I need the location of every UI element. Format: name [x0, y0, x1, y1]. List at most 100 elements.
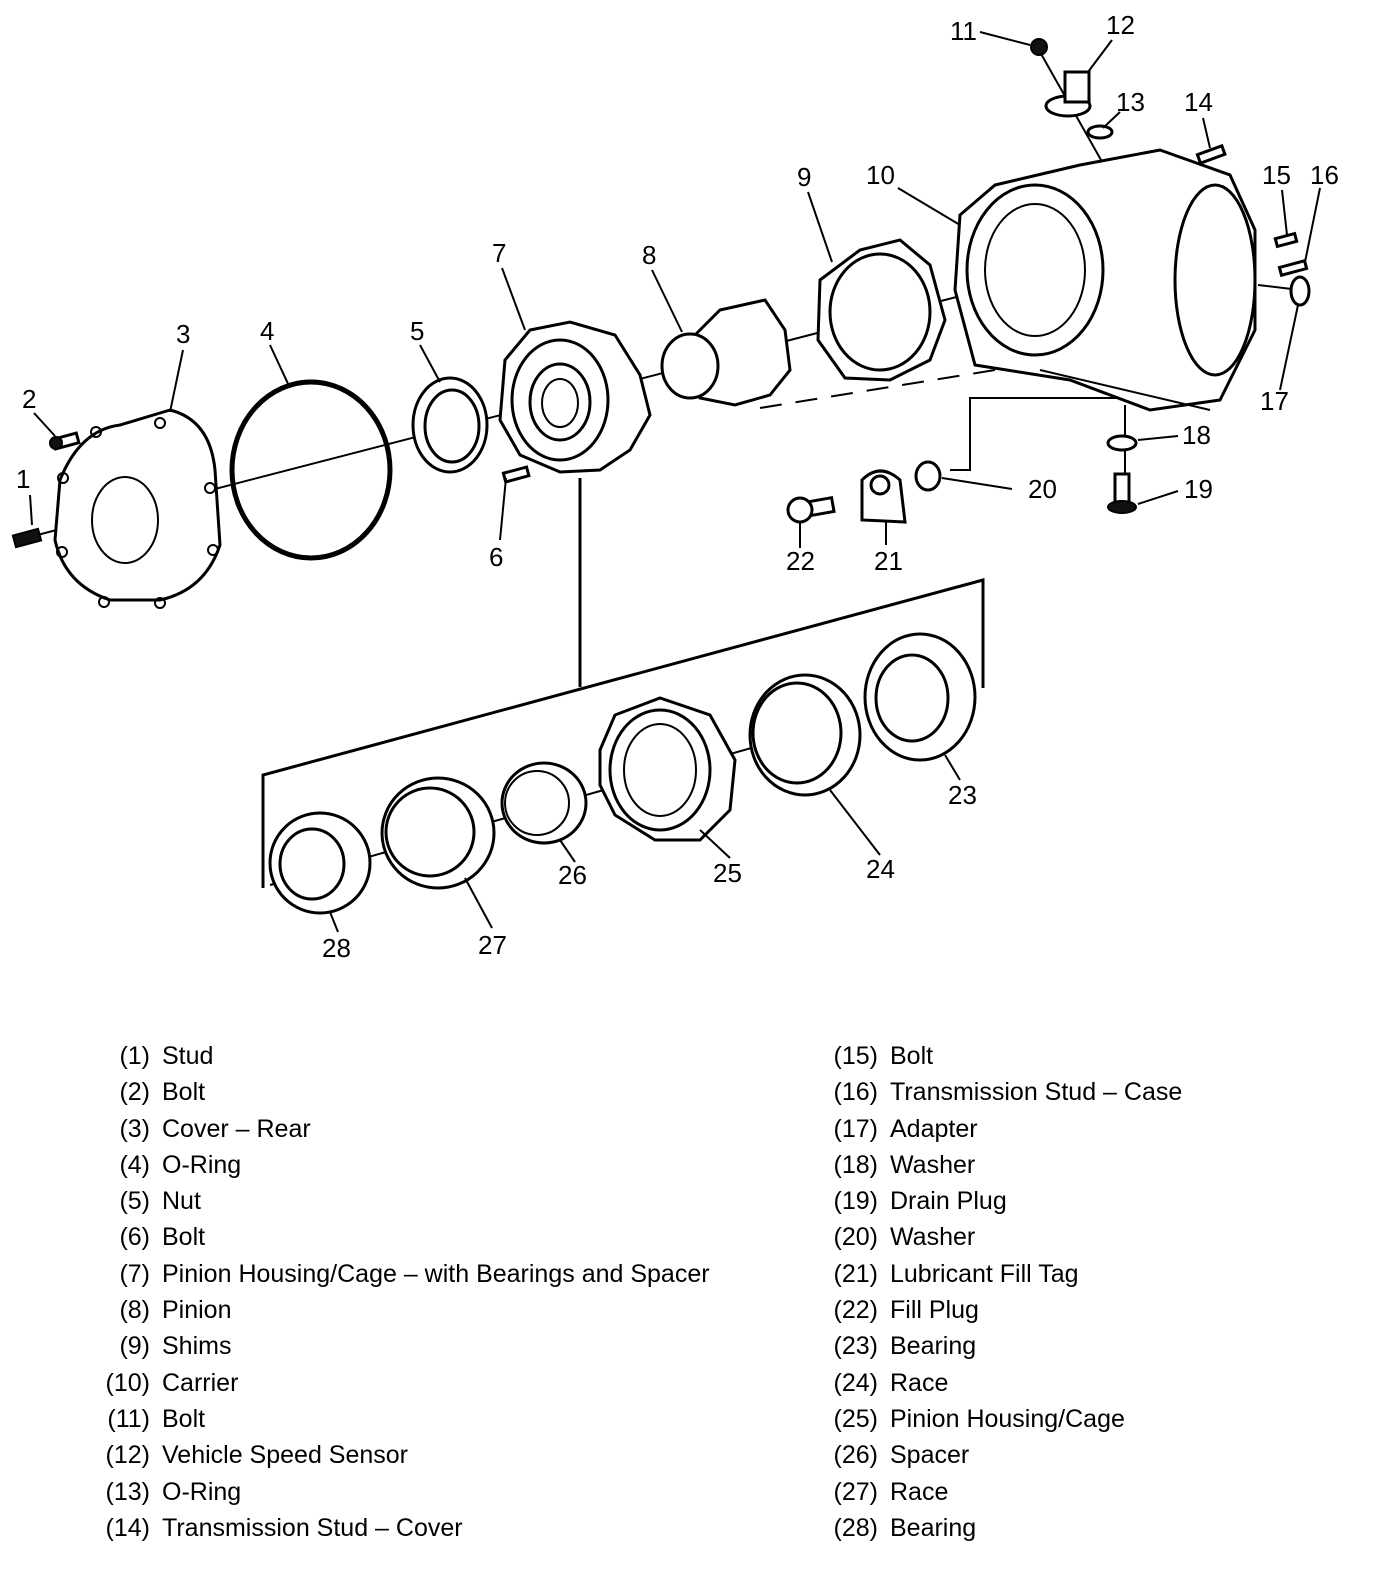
legend-text: Pinion Housing/Cage – with Bearings and …	[162, 1259, 710, 1288]
legend-number: (26)	[833, 1441, 878, 1470]
callout-23: 23	[948, 780, 977, 810]
washer-part-20	[914, 460, 942, 492]
legend-number: (8)	[119, 1296, 150, 1325]
race-part-24	[748, 673, 862, 797]
nut-part-5	[411, 376, 489, 474]
callout-17: 17	[1260, 386, 1289, 416]
legend-item-12: (12)Vehicle Speed Sensor	[86, 1437, 726, 1473]
pinion-housing-cage-part-25	[598, 696, 737, 842]
legend-number: (11)	[107, 1404, 150, 1433]
bearing-part-28	[268, 811, 372, 915]
bolt-part-2	[49, 431, 81, 451]
callout-28: 28	[322, 933, 351, 963]
callout-24: 24	[866, 854, 895, 884]
legend-item-19: (19) Drain Plug	[828, 1183, 1348, 1219]
legend-number: (20)	[833, 1223, 878, 1252]
spacer-part-26	[500, 761, 588, 845]
legend-text: Washer	[890, 1223, 976, 1252]
legend-number: (19)	[833, 1187, 878, 1216]
callout-14: 14	[1184, 87, 1213, 117]
bolt-part-6	[501, 465, 531, 484]
legend-number: (18)	[833, 1150, 878, 1179]
legend-item-26: (26) Spacer	[828, 1437, 1348, 1473]
legend-item-24: (24) Race	[828, 1365, 1348, 1401]
legend-item-2: (2)Bolt	[86, 1074, 726, 1110]
legend-number: (24)	[833, 1368, 878, 1397]
legend-number: (7)	[119, 1259, 150, 1288]
callout-2: 2	[22, 384, 36, 414]
legend-number: (9)	[119, 1332, 150, 1361]
legend-text: Pinion Housing/Cage	[890, 1404, 1125, 1433]
callout-labels: 1 2 3 4 5 6 7 8 9 10 11 12 13 14 15 16 1…	[16, 10, 1339, 963]
legend-text: Bolt	[162, 1223, 206, 1252]
legend-item-22: (22)Fill Plug	[828, 1292, 1348, 1328]
legend-text: Race	[890, 1477, 949, 1506]
callout-3: 3	[176, 319, 190, 349]
adapter-part-17	[1289, 275, 1311, 307]
legend-item-17: (17)Adapter	[828, 1111, 1348, 1147]
legend-item-21: (21)Lubricant Fill Tag	[828, 1256, 1348, 1292]
legend-text: Transmission Stud – Case	[890, 1078, 1183, 1107]
legend-number: (27)	[833, 1477, 878, 1506]
pinion-housing-part-7	[498, 320, 652, 474]
legend-item-14: (14) Transmission Stud – Cover	[86, 1510, 726, 1546]
callout-6: 6	[489, 542, 503, 572]
transmission-stud-cover-part-14	[1195, 143, 1227, 166]
legend-text: Carrier	[162, 1368, 239, 1397]
o-ring-part-13	[1086, 124, 1114, 140]
callout-21: 21	[874, 546, 903, 576]
o-ring-part-4	[229, 379, 393, 561]
legend-number: (13)	[105, 1477, 150, 1506]
legend-text: Nut	[162, 1187, 201, 1216]
legend-item-25: (25) Pinion Housing/Cage	[828, 1401, 1348, 1437]
bolt-part-11	[1030, 38, 1048, 56]
callout-27: 27	[478, 930, 507, 960]
callout-9: 9	[797, 162, 811, 192]
callout-1: 1	[16, 464, 30, 494]
legend-text: Race	[890, 1368, 949, 1397]
legend-left-column: (1)Stud (2)Bolt (3)Cover – Rear (4)O-Rin…	[86, 1038, 726, 1546]
legend-text: Washer	[890, 1150, 976, 1179]
legend-text: Transmission Stud – Cover	[162, 1513, 463, 1542]
stud-part-1	[11, 527, 43, 549]
lubricant-fill-tag-part-21	[860, 469, 907, 524]
legend-item-13: (13) O-Ring	[86, 1474, 726, 1510]
race-part-27	[380, 776, 496, 890]
exploded-parts-diagram: 1 2 3 4 5 6 7 8 9 10 11 12 13 14 15 16 1…	[11, 10, 1339, 963]
legend-text: Spacer	[890, 1441, 970, 1470]
legend-item-27: (27) Race	[828, 1474, 1348, 1510]
legend-item-4: (4)O-Ring	[86, 1147, 726, 1183]
callout-12: 12	[1106, 10, 1135, 40]
legend-text: Pinion	[162, 1296, 232, 1325]
legend-item-8: (8) Pinion	[86, 1292, 726, 1328]
legend-number: (17)	[833, 1114, 878, 1143]
legend-number: (10)	[105, 1368, 150, 1397]
callout-leaders	[29, 31, 1321, 933]
legend-item-16: (16)Transmission Stud – Case	[828, 1074, 1348, 1110]
legend-number: (28)	[833, 1513, 878, 1542]
carrier-part-10	[953, 148, 1257, 412]
legend-item-28: (28)Bearing	[828, 1510, 1348, 1546]
legend-item-18: (18) Washer	[828, 1147, 1348, 1183]
legend-number: (1)	[119, 1042, 150, 1070]
legend-item-3: (3)Cover – Rear	[86, 1111, 726, 1147]
legend-text: O-Ring	[162, 1477, 242, 1506]
legend-number: (14)	[105, 1513, 150, 1542]
rear-cover-part-3	[53, 408, 222, 609]
callout-8: 8	[642, 240, 656, 270]
callout-22: 22	[786, 546, 815, 576]
legend-item-23: (23)Bearing	[828, 1328, 1348, 1364]
legend-number: (15)	[833, 1042, 878, 1070]
callout-7: 7	[492, 238, 506, 268]
callout-16: 16	[1310, 160, 1339, 190]
legend-text: Vehicle Speed Sensor	[162, 1441, 409, 1470]
callout-26: 26	[558, 860, 587, 890]
legend-number: (23)	[833, 1332, 878, 1361]
legend-number: (25)	[833, 1404, 878, 1433]
drain-plug-part-19	[1107, 472, 1137, 514]
callout-13: 13	[1116, 87, 1145, 117]
legend-text: Cover – Rear	[162, 1114, 311, 1143]
legend-text: Drain Plug	[890, 1187, 1007, 1216]
callout-15: 15	[1262, 160, 1291, 190]
pinion-part-8	[660, 298, 792, 407]
